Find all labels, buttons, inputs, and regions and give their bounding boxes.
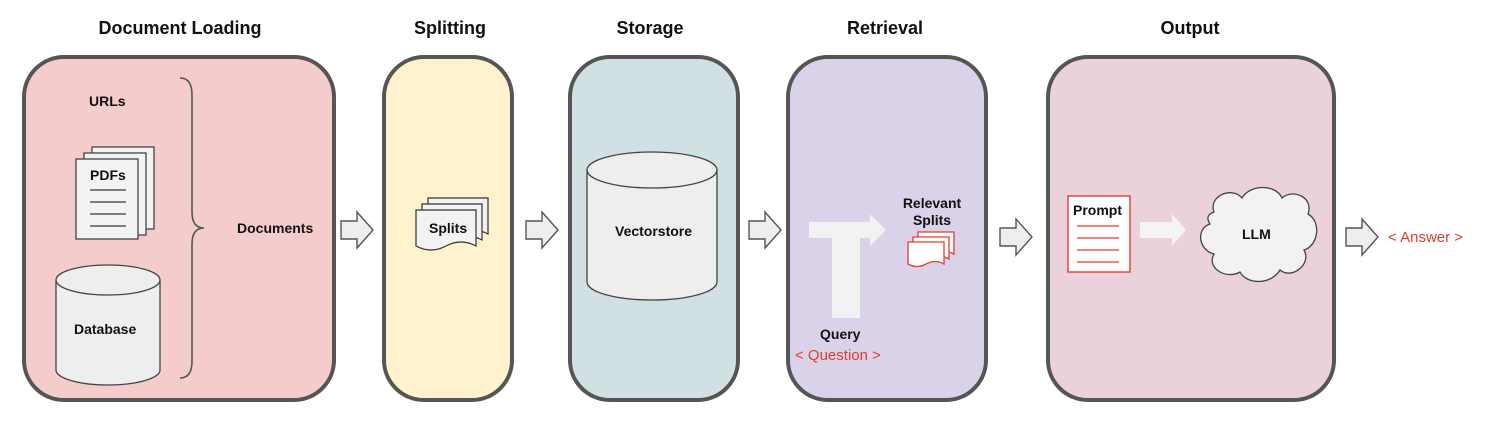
vectorstore-label: Vectorstore (615, 223, 693, 239)
stage-title-retrieval: Retrieval (846, 18, 924, 38)
relevant-splits-label-line2: Splits (912, 212, 952, 228)
stage-title-output: Output (1160, 18, 1220, 38)
pdfs-label: PDFs (90, 167, 126, 183)
database-label: Database (74, 321, 137, 337)
prompt-label: Prompt (1073, 202, 1122, 218)
splits-label: Splits (429, 220, 468, 236)
question-placeholder: < Question > (795, 347, 881, 364)
pdf-documents-icon (75, 146, 155, 240)
prompt-to-llm-arrow-icon (1140, 214, 1186, 246)
prompt-icon (1067, 195, 1131, 273)
llm-cloud-icon (1200, 186, 1318, 283)
relevant-label: Relevant (902, 195, 962, 211)
stage-splitting (382, 55, 514, 402)
query-flow-arrow-icon (809, 214, 886, 318)
curly-brace-icon (179, 77, 205, 379)
stage-title-document-loading: Document Loading (98, 18, 262, 38)
stage-title-storage: Storage (616, 18, 684, 38)
arrow-splitting-to-storage-icon (525, 210, 559, 250)
arrow-storage-to-retrieval-icon (748, 210, 782, 250)
stage-title-splitting: Splitting (414, 18, 486, 38)
arrow-output-to-answer-icon (1345, 217, 1379, 257)
database-icon (55, 264, 161, 386)
documents-label: Documents (237, 220, 314, 236)
relevant-splits-icon (907, 231, 955, 268)
query-label: Query (820, 326, 861, 342)
arrow-retrieval-to-output-icon (999, 217, 1033, 257)
vectorstore-icon (586, 151, 718, 301)
answer-placeholder: < Answer > (1388, 229, 1464, 246)
llm-label: LLM (1242, 226, 1271, 242)
relevant-splits-label: Relevant Splits (898, 195, 966, 229)
urls-label: URLs (89, 93, 126, 109)
arrow-loading-to-splitting-icon (340, 210, 374, 250)
splits-stack-icon (415, 197, 489, 251)
